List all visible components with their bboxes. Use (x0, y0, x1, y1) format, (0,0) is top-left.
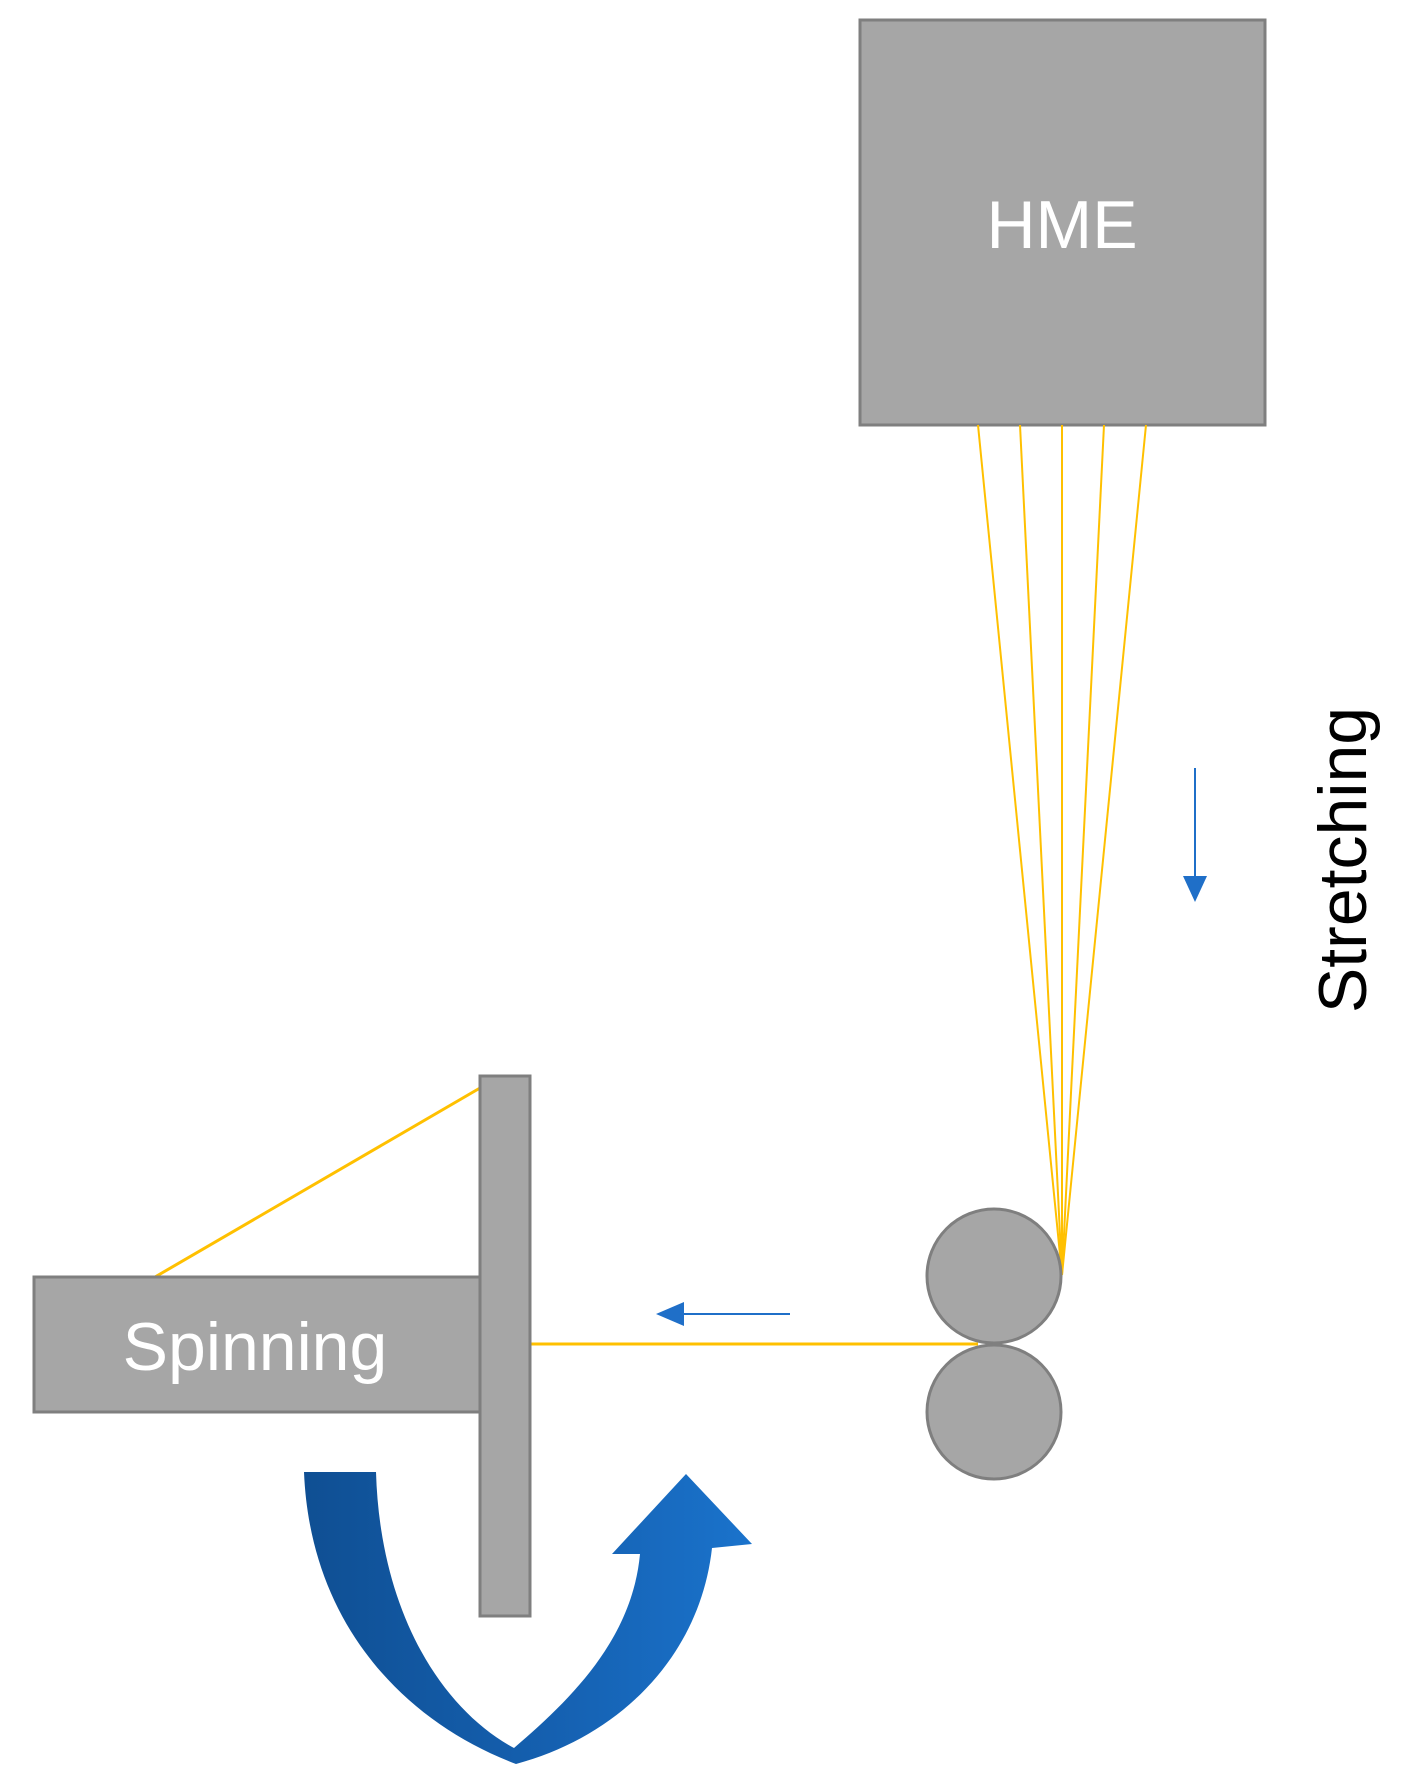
stretching-label: Stretching (1305, 707, 1381, 1013)
fiber-strands (977, 424, 1147, 1276)
fiber-strand (1019, 424, 1063, 1276)
spinning-label: Spinning (123, 1309, 388, 1385)
spinning-plate (478, 1074, 532, 1618)
rollers (925, 1207, 1063, 1481)
fiber-strand (1061, 424, 1105, 1276)
fiber-strand (1061, 424, 1147, 1276)
fiber-wound (154, 1086, 481, 1279)
lower-roller (925, 1343, 1063, 1481)
upper-roller (925, 1207, 1063, 1345)
spinning-block: Spinning (32, 1275, 484, 1414)
hme-label: HME (986, 187, 1137, 263)
spinning-arm (32, 1275, 484, 1414)
hme-box (858, 18, 1267, 427)
hme-block: HME (858, 18, 1267, 427)
flow-arrow-left (656, 1302, 790, 1326)
stretching-arrow (1183, 768, 1207, 902)
rotation-arrow-icon (304, 1472, 752, 1764)
fiber-strand (977, 424, 1063, 1276)
